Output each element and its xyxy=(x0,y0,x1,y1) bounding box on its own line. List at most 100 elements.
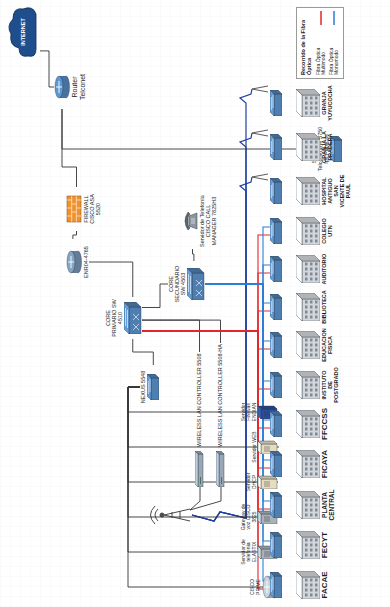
building-windows xyxy=(305,339,318,357)
switch-front xyxy=(274,376,282,398)
switch-top xyxy=(270,372,274,398)
node-label: HOSPITAL ANTIGUO SAN VICENTE DE PAUL xyxy=(321,172,351,210)
lightning-bolt xyxy=(192,177,252,521)
building-front xyxy=(302,261,320,283)
router-top xyxy=(263,576,271,598)
switch-arrows xyxy=(148,379,150,394)
antenna-mast xyxy=(252,130,268,136)
spacer xyxy=(282,463,296,465)
antenna-mast xyxy=(164,509,190,521)
core-top xyxy=(187,268,192,300)
building-front xyxy=(302,299,320,321)
switch-icon xyxy=(270,294,282,320)
core-switch: CORE SECUNDARIO SW 4503 xyxy=(168,261,205,307)
building-front xyxy=(302,456,320,478)
switch-icon xyxy=(270,256,282,282)
switch-top xyxy=(270,332,274,358)
wlc-leds xyxy=(221,477,222,484)
router-node: Router Telconet xyxy=(54,65,86,109)
building-side xyxy=(296,89,320,95)
spacer xyxy=(282,146,296,148)
firewall-icon xyxy=(66,195,82,223)
node-label: Servidor de Telefonía CISCO CALL MANAGER… xyxy=(199,193,217,249)
switch-icon xyxy=(147,374,159,400)
building-side xyxy=(296,371,320,377)
building-node: FACAE xyxy=(270,566,330,604)
firewall-bricks xyxy=(67,196,81,222)
wireless-controller: WIRELESS LAN CONTROLLER 5508 xyxy=(195,352,204,487)
building-icon xyxy=(296,491,320,519)
switch-top xyxy=(270,218,274,244)
switch-side xyxy=(270,218,282,222)
building-node: INSTITUTO DE POSTGRADO xyxy=(270,366,339,404)
server-front xyxy=(261,479,277,489)
lightning-bolt xyxy=(192,89,252,521)
building-icon xyxy=(296,177,320,205)
network-link xyxy=(205,284,270,341)
building-node: COLEGIO UTN xyxy=(270,212,333,250)
server-side xyxy=(258,441,277,444)
building-front xyxy=(302,416,320,438)
building-windows xyxy=(305,141,318,159)
switch-icon xyxy=(270,134,282,160)
switch-top xyxy=(270,90,274,116)
node-label: FECYT xyxy=(321,531,330,559)
network-link xyxy=(128,387,279,552)
switch-front xyxy=(151,378,159,400)
router-top xyxy=(67,251,75,273)
legend-box: Recorrido de la Fibra ÓpticaFibra Óptica… xyxy=(296,7,344,79)
network-link xyxy=(205,284,270,303)
network-link xyxy=(193,249,194,261)
switch-arrows xyxy=(271,537,273,552)
switch-side xyxy=(270,178,282,182)
building-node: GRANJA LA PRADERA xyxy=(270,128,333,166)
switch-icon xyxy=(270,451,282,477)
switch-side xyxy=(270,134,282,138)
building-windows xyxy=(305,301,318,319)
switch-top xyxy=(270,451,274,477)
spacer xyxy=(282,584,296,586)
switch-icon xyxy=(270,532,282,558)
router-icon xyxy=(54,75,70,99)
core-icon xyxy=(187,268,205,300)
node-label: GRANJA YUYUCOCHA xyxy=(321,84,333,122)
building-windows xyxy=(305,97,318,115)
building-front xyxy=(302,377,320,399)
building-front xyxy=(302,577,320,599)
building-icon xyxy=(296,217,320,245)
node-label: PLANTA CENTRAL xyxy=(321,486,335,524)
switch-side xyxy=(270,572,282,576)
switch-front xyxy=(274,576,282,598)
switch-arrows xyxy=(271,377,273,392)
wlc-top xyxy=(195,451,198,487)
network-link xyxy=(142,331,270,589)
network-link xyxy=(40,51,54,87)
switch-arrows xyxy=(271,497,273,512)
wireless-controller: WIRELESS LAN CONTROLLER 5508-HA xyxy=(216,343,225,487)
switch-icon xyxy=(270,572,282,598)
node-label: Servidor Firewall ENDIAN xyxy=(241,395,258,429)
server-slots xyxy=(265,411,269,417)
legend-row: Fibra Óptica Monomodo xyxy=(329,11,340,75)
router-arrows xyxy=(56,81,62,93)
network-link xyxy=(205,284,270,581)
node-label: Gateway de voz CISCO 3825 xyxy=(241,500,258,534)
antenna-symbol xyxy=(151,506,191,524)
building-node: FFCCSS xyxy=(270,405,330,443)
core-front xyxy=(192,273,204,300)
node-label: GRANJA LA PRADERA xyxy=(321,128,333,166)
building-icon xyxy=(296,255,320,283)
switch-arrows xyxy=(271,299,273,314)
spacer xyxy=(282,544,296,546)
firewall-wall xyxy=(67,196,81,222)
node-label: FFCCSS xyxy=(321,407,330,441)
switch-front xyxy=(334,140,342,162)
switch-side xyxy=(270,532,282,536)
node-label: FIREWALL CISCO ASA 5520 xyxy=(83,187,101,231)
switch-top xyxy=(270,572,274,598)
switch-side xyxy=(270,372,282,376)
node-label: Servidor DHCP xyxy=(246,465,257,499)
spacer xyxy=(282,504,296,506)
spacer xyxy=(282,306,296,308)
